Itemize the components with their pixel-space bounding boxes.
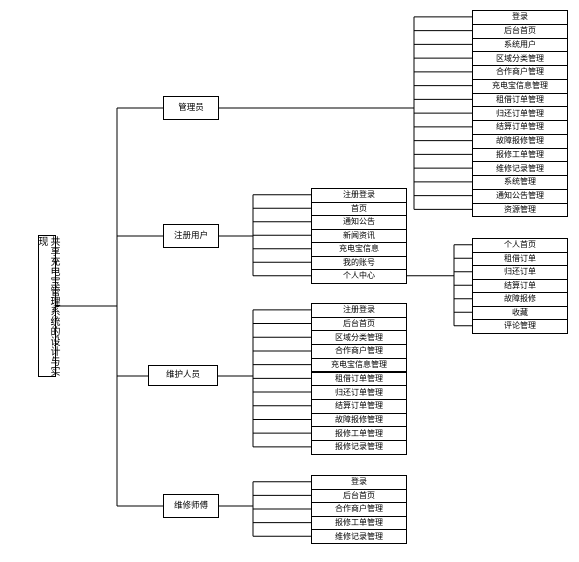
user-center-item-1: 个人首页 — [472, 238, 568, 253]
admin-item-7: 租借订单管理 — [472, 92, 568, 108]
admin-item-14: 通知公告管理 — [472, 188, 568, 204]
admin-item-11: 报修工单管理 — [472, 147, 568, 163]
repair-item-1: 登录 — [311, 475, 407, 490]
user-item-3: 通知公告 — [311, 215, 407, 230]
admin-item-4: 区域分类管理 — [472, 51, 568, 66]
maint-item-6: 租借订单管理 — [311, 371, 407, 387]
admin-item-9: 结算订单管理 — [472, 120, 568, 135]
maint-item-2: 后台首页 — [311, 316, 407, 332]
user-center-item-6: 收藏 — [472, 305, 568, 320]
admin-item-13: 系统管理 — [472, 175, 568, 190]
repair-item-4: 报修工单管理 — [311, 515, 407, 531]
admin-item-10: 故障报修管理 — [472, 133, 568, 149]
user-item-1: 注册登录 — [311, 188, 407, 203]
role-repair-technician: 维修师傅 — [163, 494, 219, 518]
role-admin: 管理员 — [163, 96, 219, 120]
user-item-6: 我的账号 — [311, 255, 407, 270]
user-center-item-2: 租借订单 — [472, 251, 568, 266]
user-center-item-5: 故障报修 — [472, 292, 568, 307]
admin-item-6: 充电宝信息管理 — [472, 78, 568, 94]
admin-item-12: 维修记录管理 — [472, 161, 568, 176]
maint-item-9: 故障报修管理 — [311, 412, 407, 428]
maint-item-5: 充电宝信息管理 — [311, 357, 407, 373]
repair-item-2: 后台首页 — [311, 488, 407, 504]
maint-item-11: 报修记录管理 — [311, 440, 407, 455]
maint-item-8: 结算订单管理 — [311, 398, 407, 414]
admin-item-1: 登录 — [472, 10, 568, 25]
admin-item-15: 资源管理 — [472, 202, 568, 218]
maint-item-3: 区域分类管理 — [311, 330, 407, 346]
user-item-7: 个人中心 — [311, 269, 407, 284]
role-maintenance-staff: 维护人员 — [148, 365, 218, 386]
admin-item-2: 后台首页 — [472, 23, 568, 39]
maint-item-1: 注册登录 — [311, 303, 407, 318]
maint-item-4: 合作商户管理 — [311, 344, 407, 359]
user-item-4: 新闻资讯 — [311, 228, 407, 243]
admin-item-3: 系统用户 — [472, 37, 568, 53]
admin-item-5: 合作商户管理 — [472, 65, 568, 80]
user-center-item-7: 评论管理 — [472, 319, 568, 334]
repair-item-5: 维修记录管理 — [311, 529, 407, 544]
admin-item-8: 归还订单管理 — [472, 106, 568, 121]
maint-item-7: 归还订单管理 — [311, 385, 407, 400]
user-item-5: 充电宝信息 — [311, 242, 407, 257]
root-node: 共享充电宝管理系统的设计与实现 — [36, 235, 59, 377]
repair-item-3: 合作商户管理 — [311, 502, 407, 517]
role-registered-user: 注册用户 — [163, 224, 219, 248]
user-center-item-3: 归还订单 — [472, 265, 568, 280]
maint-item-10: 报修工单管理 — [311, 426, 407, 441]
user-item-2: 首页 — [311, 201, 407, 216]
user-center-item-4: 结算订单 — [472, 278, 568, 293]
